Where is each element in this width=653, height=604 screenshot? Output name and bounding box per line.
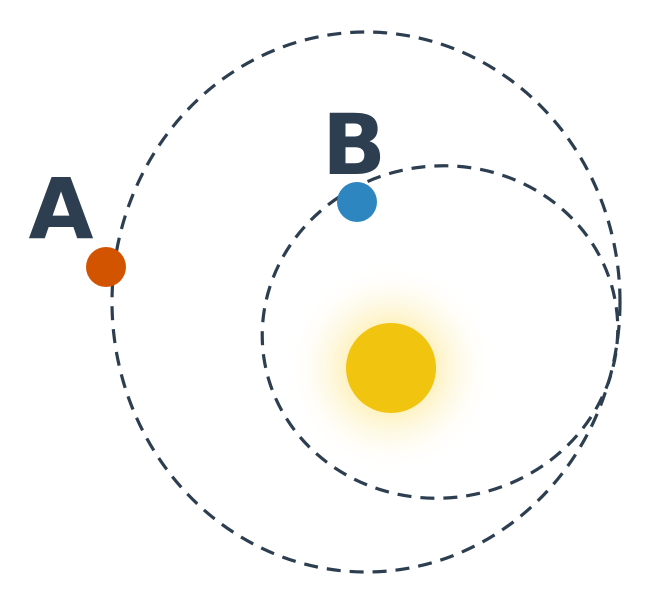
planet-b	[337, 182, 377, 222]
orbit-a	[110, 30, 622, 574]
planet-a	[86, 247, 126, 287]
planet-a-label: A	[28, 160, 93, 258]
sun	[346, 323, 436, 413]
planet-b-label: B	[322, 96, 386, 194]
